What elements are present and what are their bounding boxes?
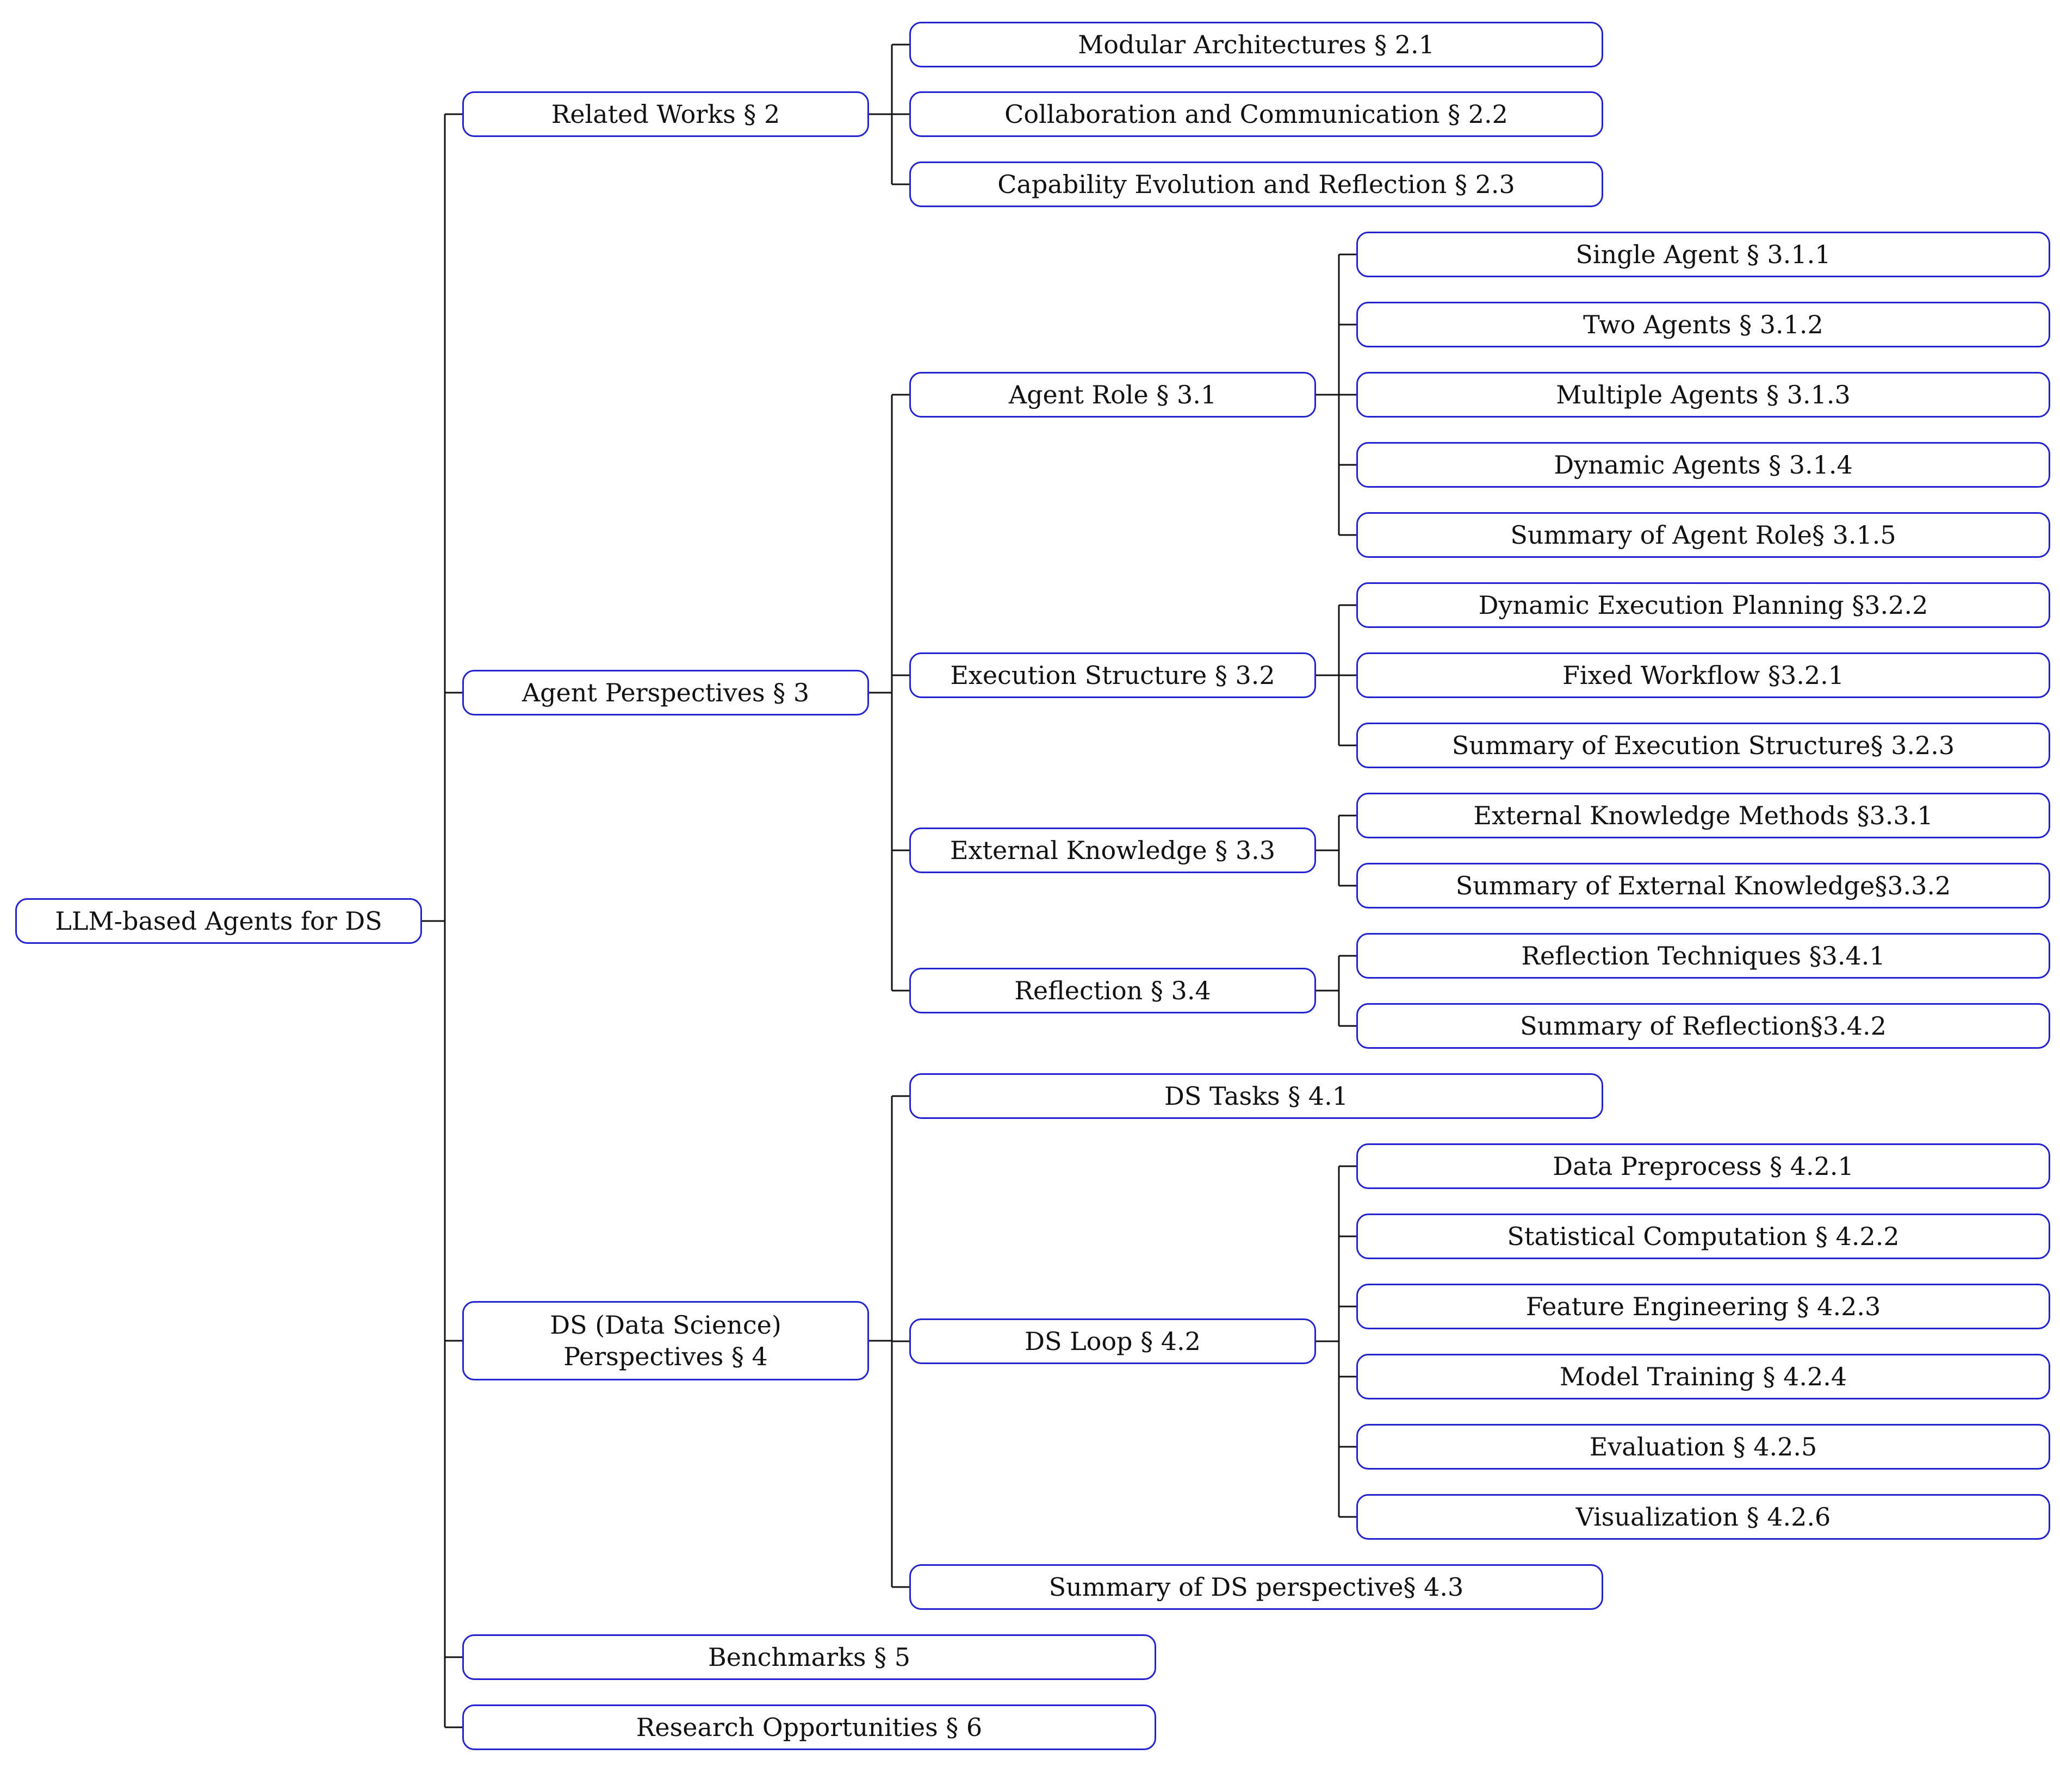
node-summary-of-external-knowledgesec3-3-2: Summary of External Knowledge§3.3.2 — [1356, 863, 2050, 909]
node-ds-tasks-sec-4-1: DS Tasks § 4.1 — [909, 1073, 1603, 1119]
node-capability-evolution-and-reflection-sec-2-3: Capability Evolution and Reflection § 2.… — [909, 161, 1603, 207]
node-modular-architectures-sec-2-1: Modular Architectures § 2.1 — [909, 22, 1603, 67]
node-dynamic-agents-sec-3-1-4: Dynamic Agents § 3.1.4 — [1356, 442, 2050, 488]
node-execution-structure-sec-3-2: Execution Structure § 3.2 — [909, 652, 1316, 698]
node-multiple-agents-sec-3-1-3: Multiple Agents § 3.1.3 — [1356, 372, 2050, 418]
node-agent-role-sec-3-1: Agent Role § 3.1 — [909, 372, 1316, 418]
node-summary-of-agent-rolesec-3-1-5: Summary of Agent Role§ 3.1.5 — [1356, 512, 2050, 558]
node-llm-based-agents-for-ds: LLM-based Agents for DS — [15, 898, 422, 944]
node-reflection-techniques-sec3-4-1: Reflection Techniques §3.4.1 — [1356, 933, 2050, 979]
node-fixed-workflow-sec3-2-1: Fixed Workflow §3.2.1 — [1356, 652, 2050, 698]
node-dynamic-execution-planning-sec3-2-2: Dynamic Execution Planning §3.2.2 — [1356, 582, 2050, 628]
node-collaboration-and-communication-sec-2-2: Collaboration and Communication § 2.2 — [909, 91, 1603, 137]
node-external-knowledge-sec-3-3: External Knowledge § 3.3 — [909, 827, 1316, 873]
node-summary-of-ds-perspectivesec-4-3: Summary of DS perspective§ 4.3 — [909, 1564, 1603, 1610]
node-statistical-computation-sec-4-2-2: Statistical Computation § 4.2.2 — [1356, 1214, 2050, 1259]
node-visualization-sec-4-2-6: Visualization § 4.2.6 — [1356, 1494, 2050, 1540]
node-evaluation-sec-4-2-5: Evaluation § 4.2.5 — [1356, 1424, 2050, 1470]
node-summary-of-reflectionsec3-4-2: Summary of Reflection§3.4.2 — [1356, 1003, 2050, 1049]
node-two-agents-sec-3-1-2: Two Agents § 3.1.2 — [1356, 302, 2050, 347]
node-model-training-sec-4-2-4: Model Training § 4.2.4 — [1356, 1354, 2050, 1399]
node-summary-of-execution-structuresec-3-2-3: Summary of Execution Structure§ 3.2.3 — [1356, 723, 2050, 768]
node-single-agent-sec-3-1-1: Single Agent § 3.1.1 — [1356, 232, 2050, 277]
node-feature-engineering-sec-4-2-3: Feature Engineering § 4.2.3 — [1356, 1284, 2050, 1329]
node-agent-perspectives-sec-3: Agent Perspectives § 3 — [462, 670, 869, 715]
node-benchmarks-sec-5: Benchmarks § 5 — [462, 1634, 1156, 1680]
node-ds-data-science-perspectives-sec-4: DS (Data Science) Perspectives § 4 — [462, 1301, 869, 1380]
node-external-knowledge-methods-sec3-3-1: External Knowledge Methods §3.3.1 — [1356, 793, 2050, 838]
node-ds-loop-sec-4-2: DS Loop § 4.2 — [909, 1318, 1316, 1364]
node-reflection-sec-3-4: Reflection § 3.4 — [909, 968, 1316, 1013]
node-related-works-sec-2: Related Works § 2 — [462, 91, 869, 137]
node-research-opportunities-sec-6: Research Opportunities § 6 — [462, 1704, 1156, 1750]
node-data-preprocess-sec-4-2-1: Data Preprocess § 4.2.1 — [1356, 1143, 2050, 1189]
